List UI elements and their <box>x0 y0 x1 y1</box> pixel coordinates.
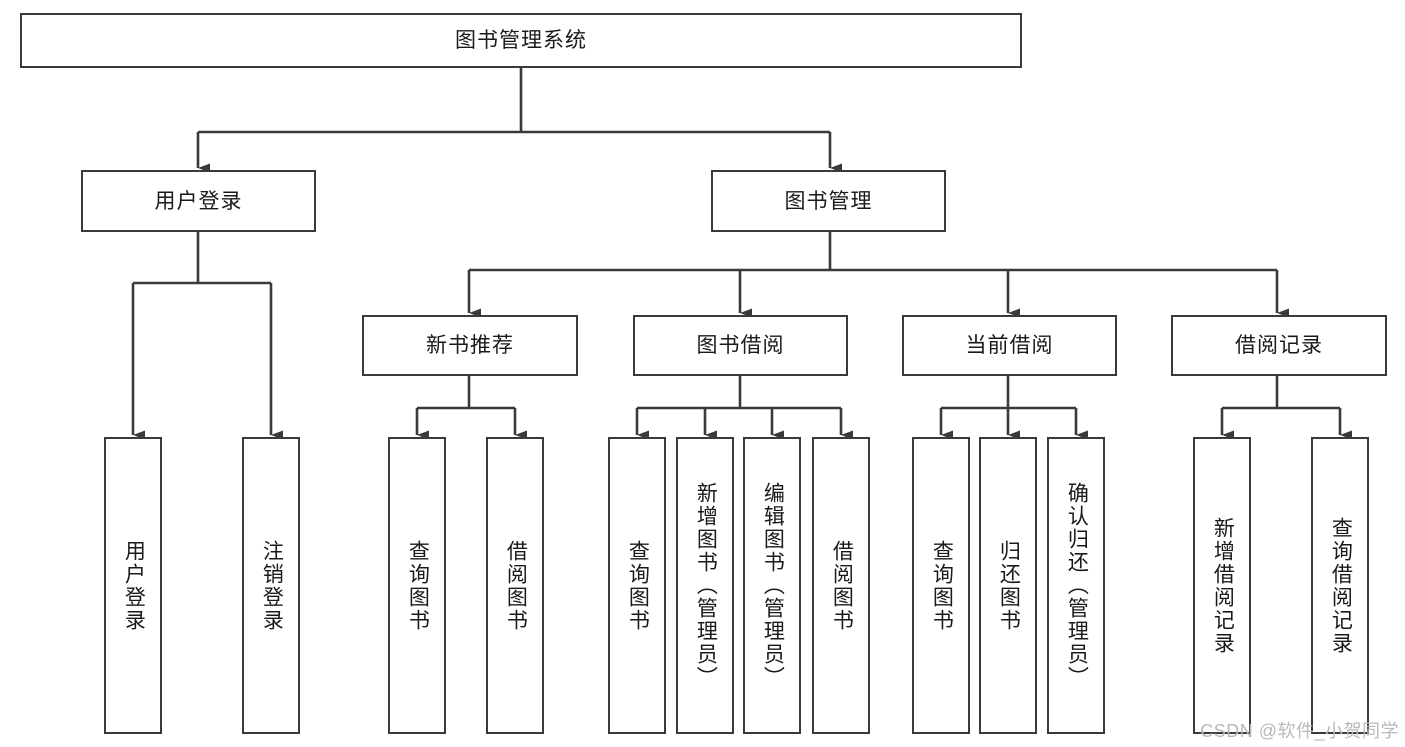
leaf-confirm-return-label: 确认归还（管理员） <box>1065 482 1089 689</box>
leaf-query-book-2[interactable]: 查询图书 <box>608 437 666 734</box>
node-borrow-record[interactable]: 借阅记录 <box>1171 315 1387 376</box>
leaf-logout-login-label: 注销登录 <box>260 539 284 632</box>
leaf-borrow-book-1[interactable]: 借阅图书 <box>486 437 544 734</box>
node-current-borrow-label: 当前借阅 <box>965 334 1054 357</box>
leaf-add-book[interactable]: 新增图书（管理员） <box>676 437 734 734</box>
leaf-user-login-label: 用户登录 <box>122 539 146 632</box>
node-book-manage[interactable]: 图书管理 <box>711 170 946 232</box>
node-new-book-recommend-label: 新书推荐 <box>426 334 514 357</box>
leaf-query-book-3-label: 查询图书 <box>930 539 954 632</box>
leaf-query-book-2-label: 查询图书 <box>626 539 650 632</box>
leaf-borrow-book-2[interactable]: 借阅图书 <box>812 437 870 734</box>
leaf-add-book-label: 新增图书（管理员） <box>694 482 718 689</box>
node-book-borrow[interactable]: 图书借阅 <box>633 315 848 376</box>
leaf-borrow-book-2-label: 借阅图书 <box>830 539 854 632</box>
leaf-confirm-return[interactable]: 确认归还（管理员） <box>1047 437 1105 734</box>
leaf-return-book[interactable]: 归还图书 <box>979 437 1037 734</box>
leaf-query-record[interactable]: 查询借阅记录 <box>1311 437 1369 734</box>
leaf-query-book-1[interactable]: 查询图书 <box>388 437 446 734</box>
node-user-login-label: 用户登录 <box>154 189 243 213</box>
leaf-borrow-book-1-label: 借阅图书 <box>504 539 528 632</box>
node-user-login[interactable]: 用户登录 <box>81 170 316 232</box>
leaf-return-book-label: 归还图书 <box>997 539 1021 632</box>
leaf-user-login[interactable]: 用户登录 <box>104 437 162 734</box>
leaf-query-book-1-label: 查询图书 <box>406 539 430 632</box>
leaf-query-record-label: 查询借阅记录 <box>1329 516 1353 655</box>
node-new-book-recommend[interactable]: 新书推荐 <box>362 315 578 376</box>
csdn-watermark: CSDN @软件_小贺同学 <box>1200 721 1399 741</box>
leaf-edit-book-label: 编辑图书（管理员） <box>761 482 785 689</box>
node-book-manage-label: 图书管理 <box>784 189 873 213</box>
node-root-label: 图书管理系统 <box>455 29 587 52</box>
node-book-borrow-label: 图书借阅 <box>696 334 785 357</box>
leaf-add-record-label: 新增借阅记录 <box>1211 516 1235 655</box>
node-current-borrow[interactable]: 当前借阅 <box>902 315 1117 376</box>
leaf-edit-book[interactable]: 编辑图书（管理员） <box>743 437 801 734</box>
leaf-logout-login[interactable]: 注销登录 <box>242 437 300 734</box>
leaf-add-record[interactable]: 新增借阅记录 <box>1193 437 1251 734</box>
leaf-query-book-3[interactable]: 查询图书 <box>912 437 970 734</box>
node-root[interactable]: 图书管理系统 <box>20 13 1022 68</box>
node-borrow-record-label: 借阅记录 <box>1235 334 1323 357</box>
